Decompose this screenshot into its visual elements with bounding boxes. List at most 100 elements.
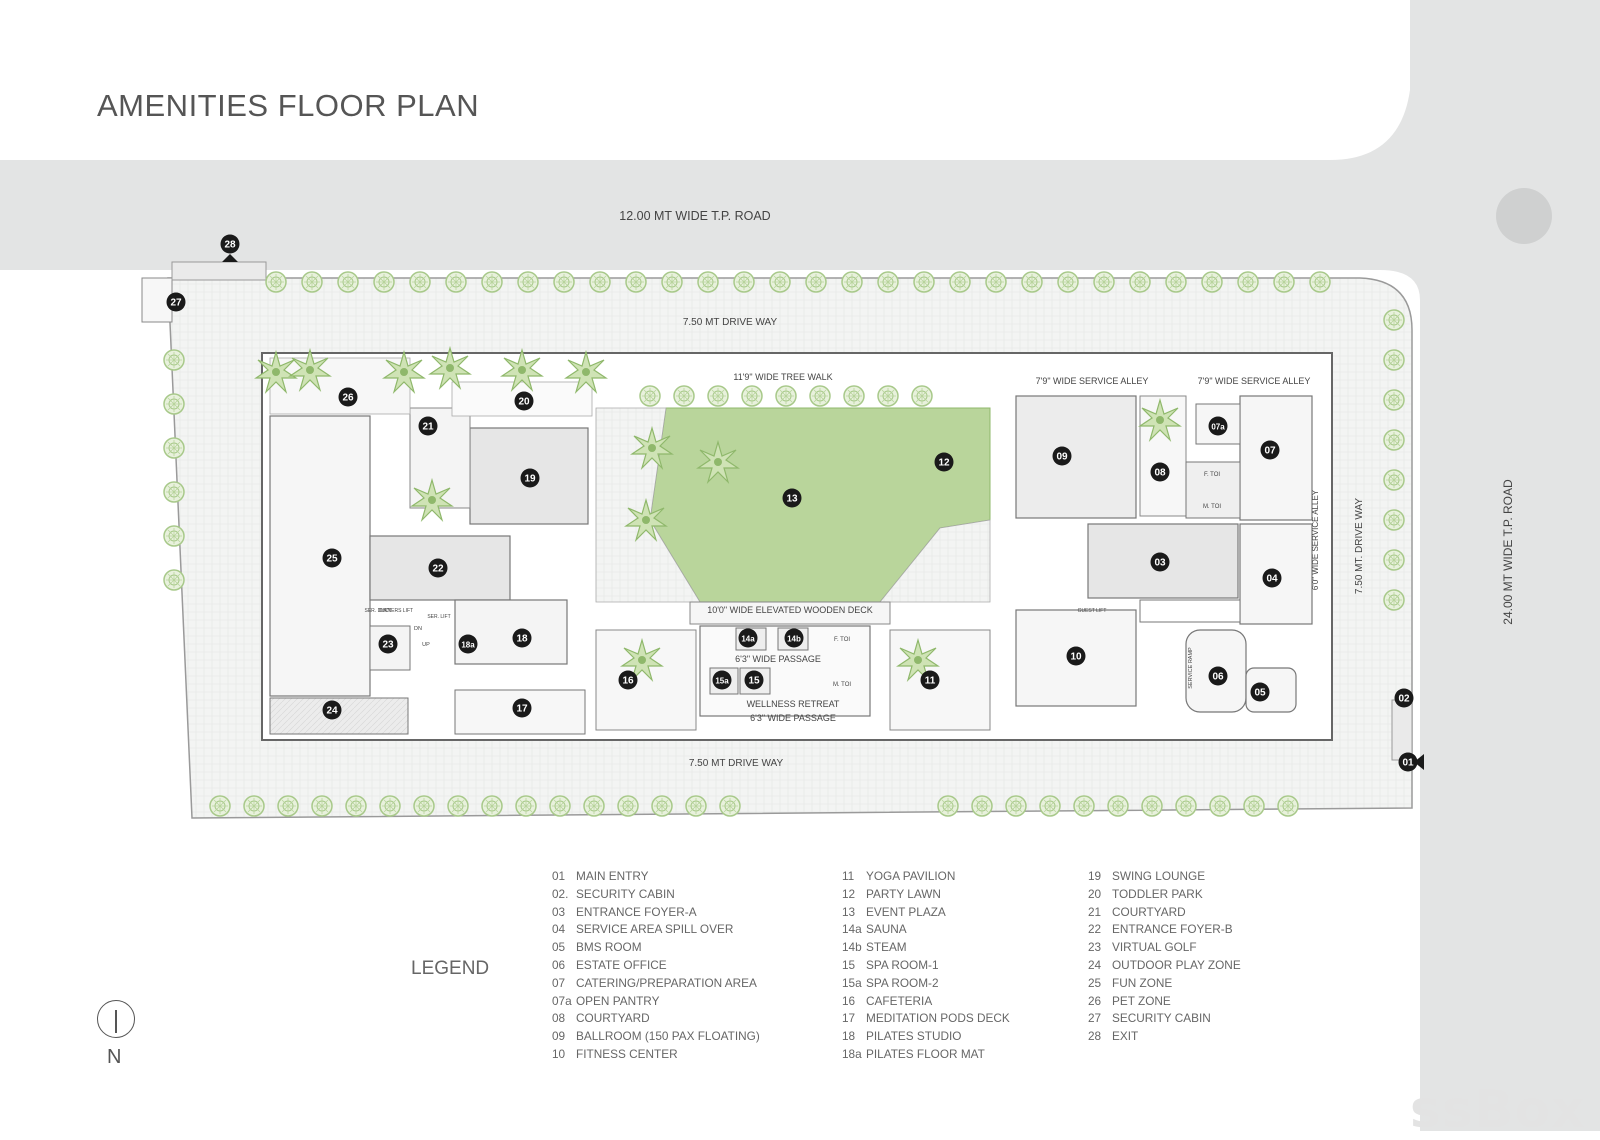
tree-icon	[1273, 271, 1295, 293]
marker-dot	[514, 391, 534, 411]
tree-icon	[447, 795, 469, 817]
room-marker-06: 06	[1208, 666, 1228, 686]
marker-dot	[934, 452, 954, 472]
room-marker-16: 16	[618, 670, 638, 690]
marker-label: 04	[1266, 574, 1278, 585]
tree-icon	[1243, 795, 1265, 817]
tree-icon	[1383, 349, 1405, 371]
tree-icon	[163, 569, 185, 591]
entry-arrow-icon	[222, 254, 238, 262]
marker-dot	[1208, 666, 1228, 686]
room-marker-11: 11	[920, 670, 940, 690]
room-26	[269, 357, 411, 415]
marker-dot	[1150, 462, 1170, 482]
tree-icon	[769, 271, 791, 293]
service-alley-1-label: 7'9" WIDE SERVICE ALLEY	[1036, 376, 1149, 386]
room-marker-15a: 15a	[712, 670, 732, 690]
marker-label: 26	[342, 393, 354, 404]
tree-icon	[163, 525, 185, 547]
tree-icon	[707, 385, 729, 407]
marker-dot	[1394, 688, 1414, 708]
legend-item-number: 19	[1088, 869, 1102, 883]
room-marker-02: 02	[1394, 688, 1414, 708]
marker-dot	[1250, 682, 1270, 702]
marker-dot	[428, 558, 448, 578]
marker-label: 18a	[461, 641, 475, 650]
legend-item-name: SECURITY CABIN	[1112, 1011, 1211, 1026]
marker-label: 02	[1398, 694, 1410, 705]
north-arrow-icon	[97, 1000, 135, 1038]
legend-title: LEGEND	[411, 958, 490, 979]
tree-icon	[409, 271, 431, 293]
tree-icon	[1383, 509, 1405, 531]
marker-label: 19	[524, 474, 536, 485]
tree-icon	[719, 795, 741, 817]
ser-duct-label: SER. DUCT	[365, 608, 392, 614]
marker-label: 07a	[1211, 423, 1225, 432]
legend-item-name: CATERING/PREPARATION AREA	[576, 975, 757, 990]
marker-dot	[738, 628, 758, 648]
marker-label: 11	[925, 676, 936, 687]
legend-item-name: SPA ROOM-2	[866, 975, 939, 990]
tree-icon	[685, 795, 707, 817]
legend-item-name: TODDLER PARK	[1112, 886, 1203, 901]
tree-icon	[697, 271, 719, 293]
room-marker-05: 05	[1250, 682, 1270, 702]
room-07	[1239, 395, 1313, 521]
tree-icon	[913, 271, 935, 293]
legend-item-number: 07a	[552, 993, 572, 1008]
marker-label: 14a	[741, 635, 755, 644]
tree-icon	[1309, 271, 1331, 293]
marker-label: 13	[786, 494, 798, 505]
gate-28	[171, 261, 267, 281]
tree-icon	[481, 795, 503, 817]
tree-icon	[481, 271, 503, 293]
room-16	[595, 629, 697, 731]
tree-icon	[589, 271, 611, 293]
legend-item-number: 12	[842, 886, 856, 901]
marker-label: 20	[518, 397, 530, 408]
tree-icon	[1057, 271, 1079, 293]
legend-item-name: ESTATE OFFICE	[576, 957, 667, 972]
room-marker-26: 26	[338, 387, 358, 407]
legend-item-number: 06	[552, 957, 566, 972]
room-09	[1015, 395, 1137, 519]
legend-item-name: PET ZONE	[1112, 993, 1171, 1008]
dn-label: DN	[414, 626, 422, 632]
room-marker-17: 17	[512, 698, 532, 718]
legend-item-name: SWING LOUNGE	[1112, 869, 1206, 883]
marker-dot	[1208, 416, 1228, 436]
tree-icon	[661, 271, 683, 293]
legend-item-number: 10	[552, 1046, 566, 1061]
room-marker-27: 27	[166, 292, 186, 312]
marker-label: 17	[516, 704, 528, 715]
marker-dot	[512, 698, 532, 718]
marker-label: 23	[382, 640, 394, 651]
legend-item-name: BALLROOM (150 PAX FLOATING)	[576, 1029, 760, 1044]
room-18	[454, 599, 568, 665]
tree-icon	[673, 385, 695, 407]
marker-label: 25	[326, 554, 338, 565]
marker-label: 10	[1070, 652, 1082, 663]
room-marker-25: 25	[322, 548, 342, 568]
marker-dot	[322, 700, 342, 720]
plaza-tile-right	[879, 519, 991, 603]
legend-item-name: YOGA PAVILION	[866, 869, 956, 883]
marker-label: 18	[516, 634, 528, 645]
marker-dot	[744, 670, 764, 690]
legend-item-number: 18a	[842, 1046, 862, 1061]
tree-icon	[1175, 795, 1197, 817]
